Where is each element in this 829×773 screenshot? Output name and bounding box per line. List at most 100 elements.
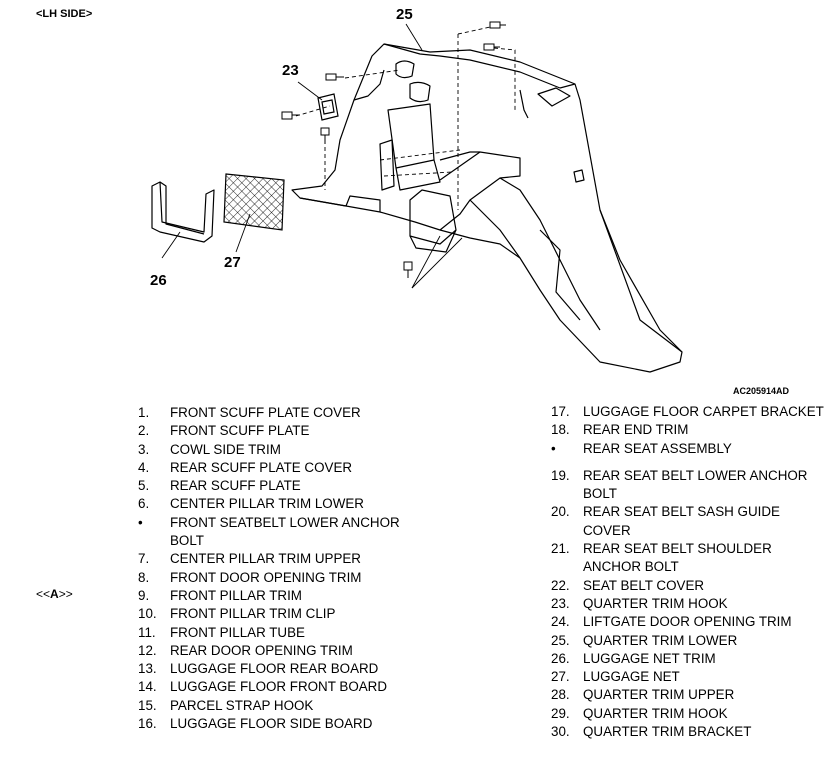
legend-item-label: FRONT SCUFF PLATE COVER <box>170 405 361 420</box>
legend-item-number: 4. <box>138 459 150 475</box>
legend-item: 23. QUARTER TRIM HOOK <box>551 595 826 613</box>
exploded-parts-diagram <box>151 21 683 373</box>
legend-item-label: FRONT PILLAR TRIM CLIP <box>170 606 336 622</box>
legend-left: 1. FRONT SCUFF PLATE COVER 2. FRONT SCUFF P… <box>138 404 408 733</box>
legend-item-label: FRONT DOOR OPENING TRIM <box>170 569 362 585</box>
legend-item-label: FRONT PILLAR TRIM <box>170 587 302 603</box>
legend-item-label: LUGGAGE NET <box>583 669 680 685</box>
legend-item-label: QUARTER TRIM HOOK <box>583 705 728 721</box>
legend-item: 18.REAR END TRIM <box>551 421 826 439</box>
legend-item-label: SEAT BELT COVER <box>583 577 705 593</box>
legend-item: •REAR SEAT ASSEMBLY <box>551 440 826 458</box>
legend-item: 1. FRONT SCUFF PLATE COVER <box>138 404 408 422</box>
legend-item-number: 6. <box>138 496 150 512</box>
legend-item-number: 29. <box>551 705 570 721</box>
legend-item: 17.LUGGAGE FLOOR CARPET BRACKET <box>551 403 826 421</box>
legend-item-number: 19. <box>551 467 570 483</box>
luggage-net-part <box>223 173 285 231</box>
legend-item-number: 27. <box>551 669 570 685</box>
legend-item: 9. FRONT PILLAR TRIM <box>138 587 408 605</box>
legend-item-label: QUARTER TRIM LOWER <box>583 632 738 648</box>
legend-item-number: 16. <box>138 716 157 732</box>
legend-item-number: • <box>551 440 556 456</box>
legend-item: 4.REAR SCUFF PLATE COVER <box>138 459 408 477</box>
legend-item: 19. REAR SEAT BELT LOWER ANCHOR BOLT <box>551 467 826 504</box>
legend-item: 26. LUGGAGE NET TRIM <box>551 650 826 668</box>
quarter-trim-lower-panel <box>291 43 683 373</box>
legend-item-number: 1. <box>138 405 150 420</box>
legend-item-number: • <box>138 514 143 530</box>
legend-item-label: REAR SEAT BELT SASH GUIDE COVER <box>583 504 780 538</box>
legend-item-number: 22. <box>551 577 570 593</box>
legend-item-label: COWL SIDE TRIM <box>170 441 281 457</box>
callout-26: 26 <box>150 272 167 289</box>
legend-item-number: 7. <box>138 551 150 567</box>
legend-item-number: 3. <box>138 441 150 457</box>
legend-item-number: 28. <box>551 687 570 703</box>
legend-item-label: FRONT SEATBELT LOWER ANCHOR BOLT <box>170 514 400 549</box>
legend-item-number: 24. <box>551 614 570 630</box>
legend-item: 27. LUGGAGE NET <box>551 668 826 686</box>
legend-item-label: REAR SEAT BELT LOWER ANCHOR BOLT <box>583 467 808 502</box>
legend-item: 8.FRONT DOOR OPENING TRIM <box>138 569 408 587</box>
legend-item-label: QUARTER TRIM UPPER <box>583 687 735 703</box>
screw-icon <box>281 21 506 278</box>
legend-item: 21. REAR SEAT BELT SHOULDER ANCHOR BOLT <box>551 540 826 577</box>
legend-item: 30.QUARTER TRIM BRACKET <box>551 723 826 741</box>
legend-item-label: LUGGAGE FLOOR REAR BOARD <box>170 661 379 677</box>
legend-item-number: 9. <box>138 587 150 603</box>
legend-item-number: 12. <box>138 642 157 658</box>
legend-item-label: LUGGAGE NET TRIM <box>583 650 716 666</box>
quarter-trim-hook-part <box>317 93 339 121</box>
callout-25: 25 <box>396 6 413 23</box>
reference-mark: <<A>> <box>36 587 73 601</box>
legend-item-label: REAR SCUFF PLATE <box>170 478 301 494</box>
legend-item-label: REAR SEAT BELT SHOULDER ANCHOR BOLT <box>583 541 772 575</box>
legend-item: 3. COWL SIDE TRIM <box>138 441 408 459</box>
legend-item: 22. SEAT BELT COVER <box>551 577 826 595</box>
legend-item: 10. FRONT PILLAR TRIM CLIP <box>138 605 408 623</box>
legend-item: 14. LUGGAGE FLOOR FRONT BOARD <box>138 678 408 696</box>
legend-spacer <box>551 458 826 467</box>
legend-item: • FRONT SEATBELT LOWER ANCHOR BOLT <box>138 514 408 551</box>
side-label: <LH SIDE> <box>36 8 93 20</box>
legend-item-number: 14. <box>138 679 157 695</box>
legend-item: 16.LUGGAGE FLOOR SIDE BOARD <box>138 715 408 733</box>
legend-item-number: 11. <box>138 624 156 640</box>
legend-item-label: LUGGAGE FLOOR FRONT BOARD <box>170 679 388 695</box>
legend-item: 12. REAR DOOR OPENING TRIM <box>138 642 408 660</box>
legend-item: 2. FRONT SCUFF PLATE <box>138 422 408 440</box>
callout-lines <box>161 23 463 289</box>
legend-item: 20.REAR SEAT BELT SASH GUIDE COVER <box>551 503 826 540</box>
legend-item: 7. CENTER PILLAR TRIM UPPER <box>138 550 408 568</box>
legend-item-number: 26. <box>551 650 570 666</box>
legend-item-number: 13. <box>138 661 157 677</box>
legend-item-label: QUARTER TRIM BRACKET <box>583 724 752 740</box>
legend-item: 28. QUARTER TRIM UPPER <box>551 686 826 704</box>
legend-item-number: 18. <box>551 422 570 438</box>
legend-item-label: PARCEL STRAP HOOK <box>170 697 314 713</box>
legend-item-number: 5. <box>138 478 150 494</box>
legend-item-number: 21. <box>551 541 570 557</box>
legend-item-label: LIFTGATE DOOR OPENING TRIM <box>583 614 792 630</box>
legend-item-label: CENTER PILLAR TRIM UPPER <box>170 551 361 567</box>
callout-23: 23 <box>282 62 299 79</box>
legend-item-label: CENTER PILLAR TRIM LOWER <box>170 496 364 512</box>
legend-item-label: QUARTER TRIM HOOK <box>583 595 728 611</box>
legend-item-number: 15. <box>138 697 157 713</box>
legend-item-number: 2. <box>138 423 150 439</box>
legend-item: 15. PARCEL STRAP HOOK <box>138 697 408 715</box>
legend-item-label: REAR DOOR OPENING TRIM <box>170 642 353 658</box>
legend-item-label: FRONT SCUFF PLATE <box>170 423 310 439</box>
legend-item-number: 23. <box>551 595 570 611</box>
legend-item: 11.FRONT PILLAR TUBE <box>138 624 408 642</box>
legend-item: 24. LIFTGATE DOOR OPENING TRIM <box>551 613 826 631</box>
callout-27: 27 <box>224 254 241 271</box>
legend-item-number: 25. <box>551 632 570 648</box>
luggage-net-trim-part <box>151 181 215 243</box>
figure-code: AC205914AD <box>733 386 790 396</box>
legend-item: 6. CENTER PILLAR TRIM LOWER <box>138 495 408 513</box>
legend-item: 25. QUARTER TRIM LOWER <box>551 632 826 650</box>
legend-item-number: 10. <box>138 606 157 622</box>
legend-item: 13. LUGGAGE FLOOR REAR BOARD <box>138 660 408 678</box>
